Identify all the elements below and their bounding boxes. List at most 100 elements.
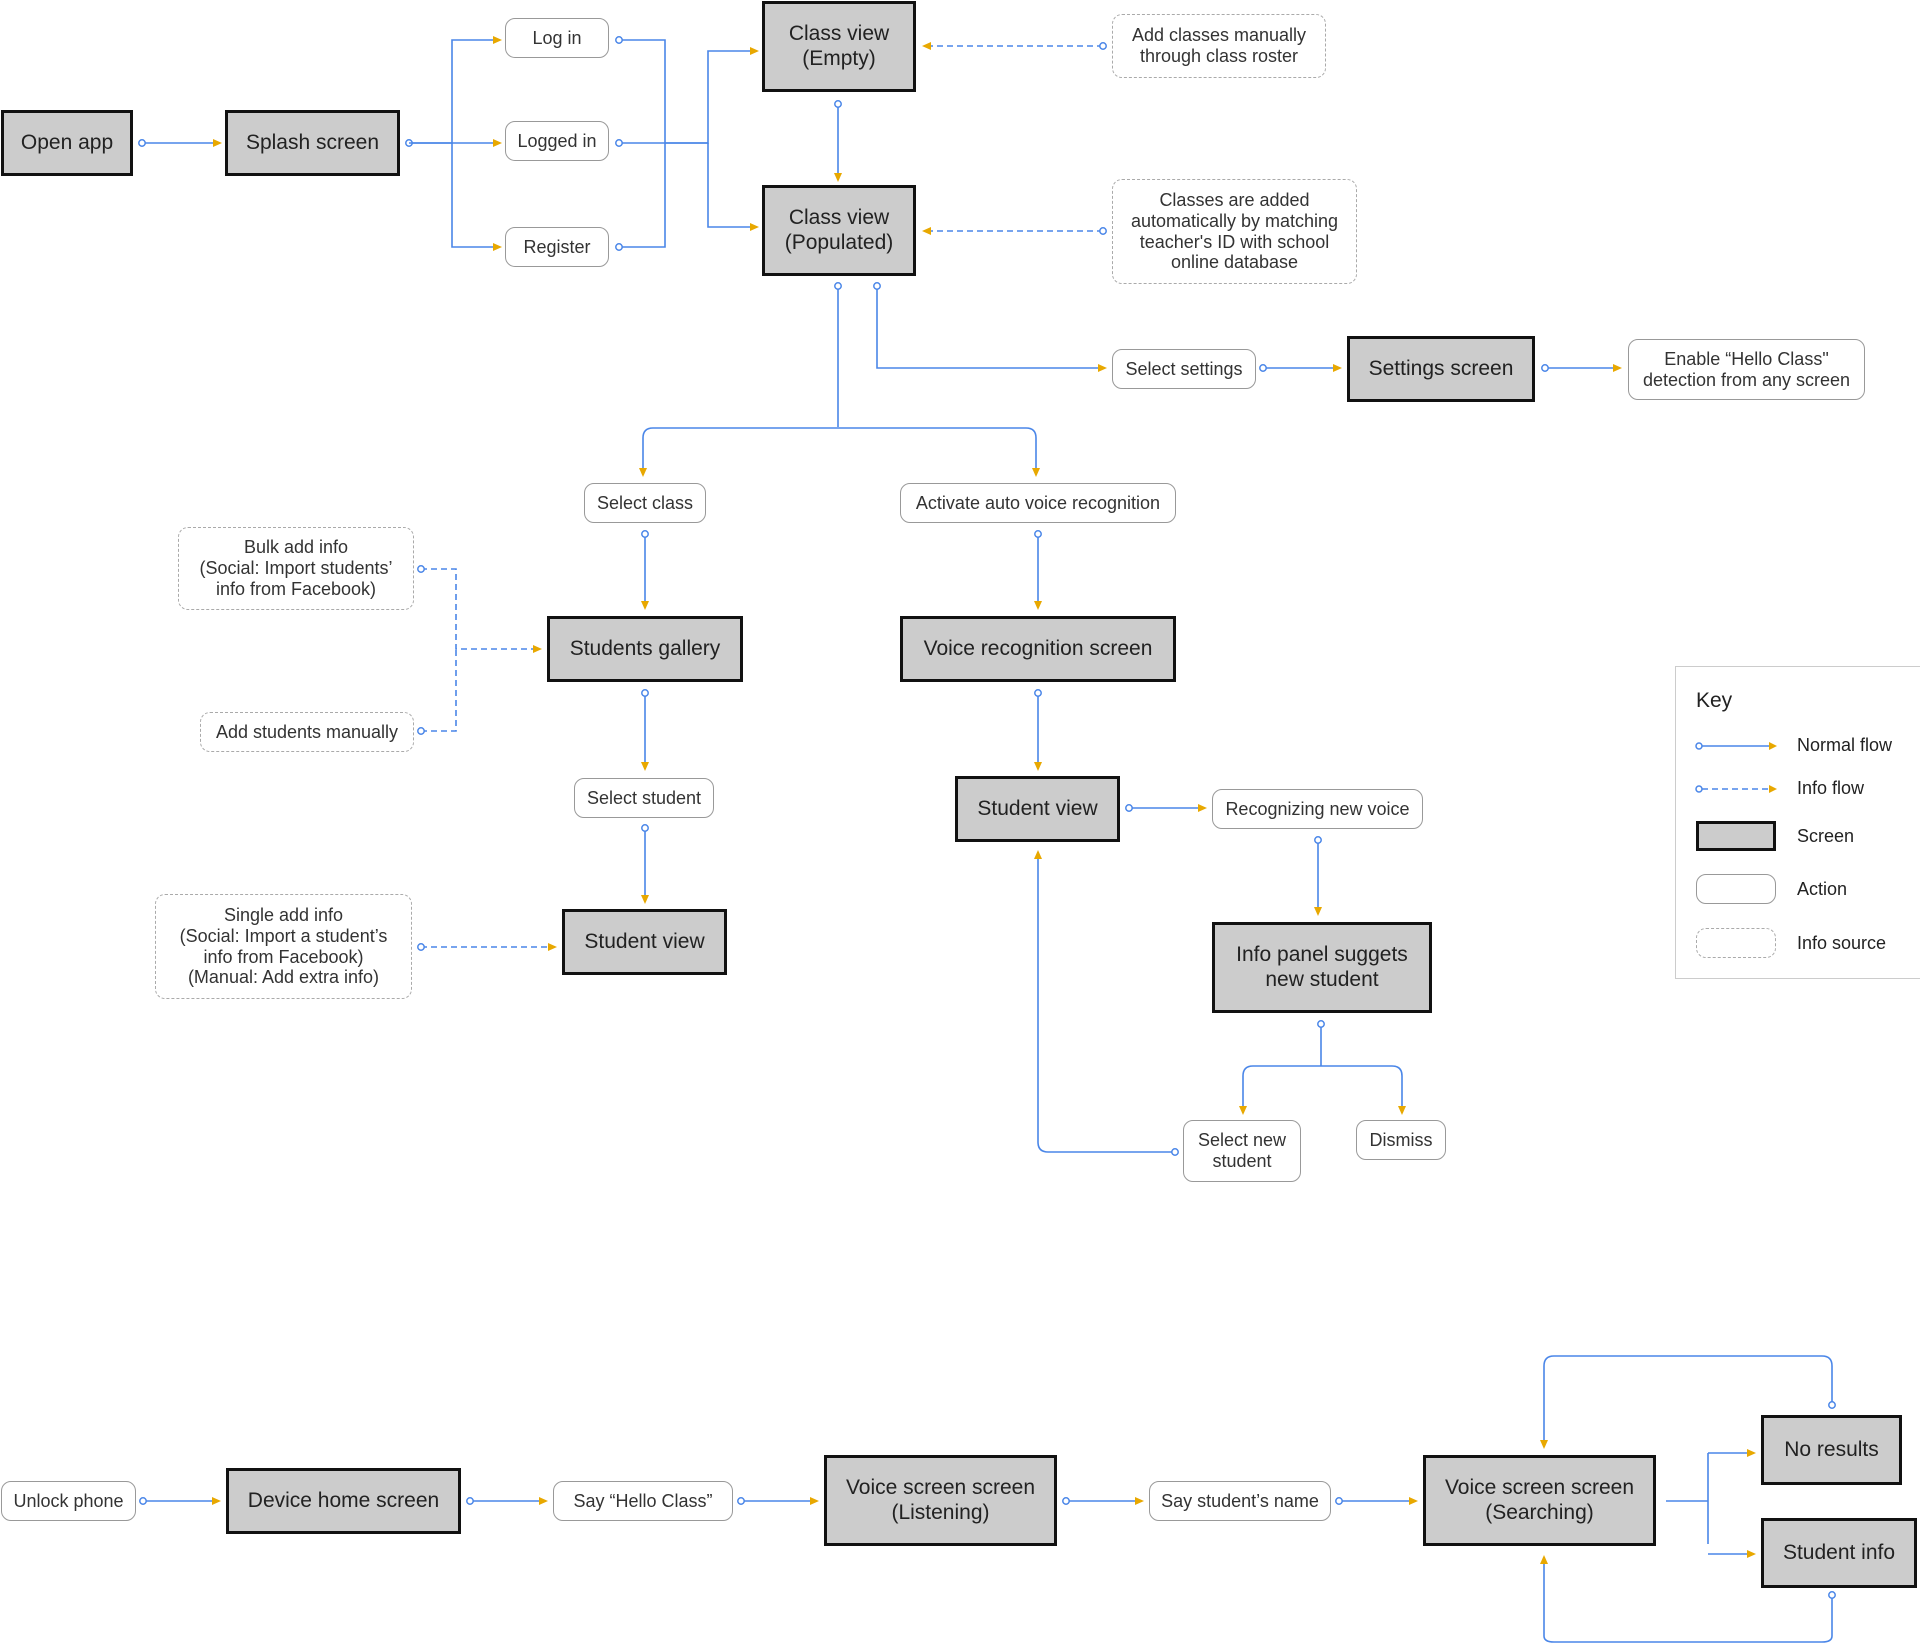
info-panel-branch-connector [1242, 1024, 1403, 1113]
voice-screen-to-student-view-arrowhead-0 [1034, 762, 1042, 771]
single-add-info-flow-arrowhead-0 [548, 943, 557, 951]
recognizing-to-info-panel-origin-dot [1314, 836, 1322, 844]
searching-to-results-arrowhead-1 [1747, 1550, 1756, 1558]
class-view-empty-screen-node: Class view (Empty) [762, 1, 916, 92]
class-view-populated-screen-node: Class view (Populated) [762, 185, 916, 276]
trunk-branch-arrowhead-0 [639, 468, 647, 477]
add-students-manually-flow-connector [421, 649, 457, 732]
student-view-left-screen-node: Student view [562, 909, 727, 975]
info-panel-branch-arrowhead-0 [1239, 1106, 1247, 1115]
select-settings-to-settings-arrowhead-0 [1333, 364, 1342, 372]
device-home-screen-screen-node: Device home screen [226, 1468, 461, 1534]
add-classes-manually-info-source-node: Add classes manually through class roste… [1112, 14, 1326, 78]
trunk-branch-arrowhead-1 [1032, 468, 1040, 477]
recognizing-new-voice-action-node: Recognizing new voice [1212, 789, 1423, 829]
key-title: Key [1696, 689, 1733, 712]
info-panel-suggests-screen-node: Info panel suggets new student [1212, 922, 1432, 1013]
unlock-phone-action-node: Unlock phone [1, 1481, 136, 1521]
unlock-to-home-arrowhead-0 [212, 1497, 221, 1505]
auto-classes-info-flow-arrowhead-0 [922, 227, 931, 235]
students-gallery-screen-node: Students gallery [547, 616, 743, 682]
info-panel-branch-arrowhead-1 [1398, 1106, 1406, 1115]
activate-to-voice-screen-arrowhead-0 [1034, 601, 1042, 610]
student-info-loop-connector [1543, 1557, 1833, 1643]
select-class-action-node: Select class [584, 483, 706, 523]
add-classes-info-flow-origin-dot [1099, 42, 1107, 50]
key-label-screen: Screen [1797, 826, 1855, 846]
listening-to-say-name-arrowhead-0 [1135, 1497, 1144, 1505]
select-class-to-gallery-origin-dot [641, 530, 649, 538]
open-app-screen-node: Open app [1, 110, 133, 176]
no-results-loop-arrowhead-0 [1540, 1440, 1548, 1449]
student-view-right-screen-node: Student view [955, 776, 1120, 842]
key-label-normal-flow: Normal flow [1797, 735, 1893, 755]
auto-classes-info-flow-origin-dot [1099, 227, 1107, 235]
home-to-say-hello-arrowhead-0 [539, 1497, 548, 1505]
info-panel-branch-origin-dot [1317, 1020, 1325, 1028]
add-students-manually-info-source-node: Add students manually [200, 712, 414, 752]
legend-key: Key Normal flow Info flow Screen Action … [1675, 666, 1920, 979]
activate-voice-recognition-action-node: Activate auto voice recognition [900, 483, 1176, 523]
student-info-loop-arrowhead-0 [1540, 1555, 1548, 1564]
splash-to-logged-in-arrowhead-0 [493, 139, 502, 147]
populated-to-select-settings-connector [876, 286, 1105, 369]
key-label-info-source: Info source [1797, 933, 1887, 953]
listening-to-say-name-origin-dot [1062, 1497, 1070, 1505]
activate-to-voice-screen-origin-dot [1034, 530, 1042, 538]
log-in-action-node: Log in [505, 18, 609, 58]
select-student-to-student-view-origin-dot [641, 824, 649, 832]
settings-to-enable-origin-dot [1541, 364, 1549, 372]
select-student-to-student-view-arrowhead-0 [641, 895, 649, 904]
say-hello-class-action-node: Say “Hello Class” [553, 1481, 733, 1521]
select-new-student-back-arrowhead-0 [1034, 850, 1042, 859]
bulk-add-info-info-source-node: Bulk add info (Social: Import students’ … [178, 527, 414, 610]
add-students-manually-flow-origin-dot [417, 727, 425, 735]
key-info-flow-swatch [1695, 785, 1777, 793]
single-add-info-info-source-node: Single add info (Social: Import a studen… [155, 894, 412, 999]
open-app-to-splash-origin-dot [138, 139, 146, 147]
recognizing-to-info-panel-arrowhead-0 [1314, 907, 1322, 916]
populated-trunk-origin-dot [834, 282, 842, 290]
gallery-to-select-student-origin-dot [641, 689, 649, 697]
select-new-student-action-node: Select new student [1183, 1120, 1301, 1182]
key-swatches [1695, 742, 1777, 793]
key-normal-flow-swatch [1695, 742, 1777, 750]
select-class-to-gallery-arrowhead-0 [641, 601, 649, 610]
select-new-student-back-origin-dot [1171, 1148, 1179, 1156]
trunk-branch-connector [642, 427, 1037, 475]
to-class-view-populated-arrowhead-0 [750, 223, 759, 231]
register-dot-origin-dot [615, 243, 623, 251]
gallery-to-select-student-arrowhead-0 [641, 762, 649, 771]
student-view-to-recognizing-arrowhead-0 [1198, 804, 1207, 812]
key-action-swatch [1696, 874, 1776, 904]
classes-added-automatically-info-source-node: Classes are added automatically by match… [1112, 179, 1357, 284]
open-app-to-splash-arrowhead-0 [213, 139, 222, 147]
unlock-to-home-origin-dot [139, 1497, 147, 1505]
select-student-action-node: Select student [574, 778, 714, 818]
say-hello-to-listening-origin-dot [737, 1497, 745, 1505]
empty-to-populated-origin-dot [834, 100, 842, 108]
logged-in-merge-origin-dot [615, 139, 623, 147]
voice-screen-to-student-view-origin-dot [1034, 689, 1042, 697]
say-hello-to-listening-arrowhead-0 [810, 1497, 819, 1505]
no-results-loop-connector [1543, 1355, 1833, 1447]
student-info-screen-node: Student info [1761, 1518, 1917, 1588]
voice-screen-searching-screen-node: Voice screen screen (Searching) [1423, 1455, 1656, 1546]
no-results-screen-node: No results [1761, 1415, 1902, 1485]
key-label-info-flow: Info flow [1797, 778, 1865, 798]
register-action-node: Register [505, 227, 609, 267]
say-name-to-searching-arrowhead-0 [1409, 1497, 1418, 1505]
splash-to-register-connector [451, 143, 500, 248]
splash-to-log-in-arrowhead-0 [493, 36, 502, 44]
add-classes-info-flow-arrowhead-0 [922, 42, 931, 50]
searching-to-results-arrowhead-0 [1747, 1449, 1756, 1457]
to-class-view-populated-connector [707, 143, 757, 228]
single-add-info-flow-origin-dot [417, 943, 425, 951]
bulk-add-info-flow-connector [421, 568, 540, 650]
bulk-add-info-flow-origin-dot [417, 565, 425, 573]
populated-to-select-settings-origin-dot [873, 282, 881, 290]
key-label-action: Action [1797, 879, 1848, 899]
settings-to-enable-arrowhead-0 [1613, 364, 1622, 372]
say-name-to-searching-origin-dot [1335, 1497, 1343, 1505]
